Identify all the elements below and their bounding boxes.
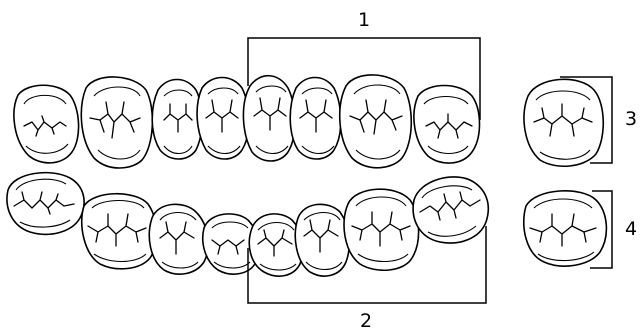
upper-tooth-4 xyxy=(196,76,250,160)
upper-tooth-7 xyxy=(338,74,413,169)
lower-tooth-1 xyxy=(6,171,85,236)
upper-tooth-3 xyxy=(151,78,203,160)
lower-tooth-4 xyxy=(202,213,260,275)
lower-tooth-8 xyxy=(412,176,490,244)
upper-tooth-8 xyxy=(413,84,481,164)
upper-tooth-5 xyxy=(242,74,296,162)
separate-tooth-4 xyxy=(522,190,608,267)
upper-tooth-1 xyxy=(13,84,80,164)
separate-tooth-3 xyxy=(523,78,605,168)
bracket-4 xyxy=(590,190,613,269)
lower-tooth-7 xyxy=(343,188,420,271)
label-4: 4 xyxy=(625,218,637,240)
lower-tooth-5 xyxy=(248,213,304,277)
label-3: 3 xyxy=(625,108,637,130)
bracket-1 xyxy=(247,37,481,120)
bracket-2 xyxy=(247,226,487,304)
lower-row xyxy=(6,171,490,277)
lower-tooth-3 xyxy=(148,203,209,275)
upper-tooth-2 xyxy=(80,76,154,169)
bracket-3 xyxy=(560,76,613,164)
lower-tooth-2 xyxy=(80,193,158,270)
upper-row xyxy=(13,74,481,169)
label-1: 1 xyxy=(358,9,370,31)
label-2: 2 xyxy=(360,310,372,329)
upper-tooth-6 xyxy=(289,76,342,160)
lower-tooth-6 xyxy=(294,203,351,277)
